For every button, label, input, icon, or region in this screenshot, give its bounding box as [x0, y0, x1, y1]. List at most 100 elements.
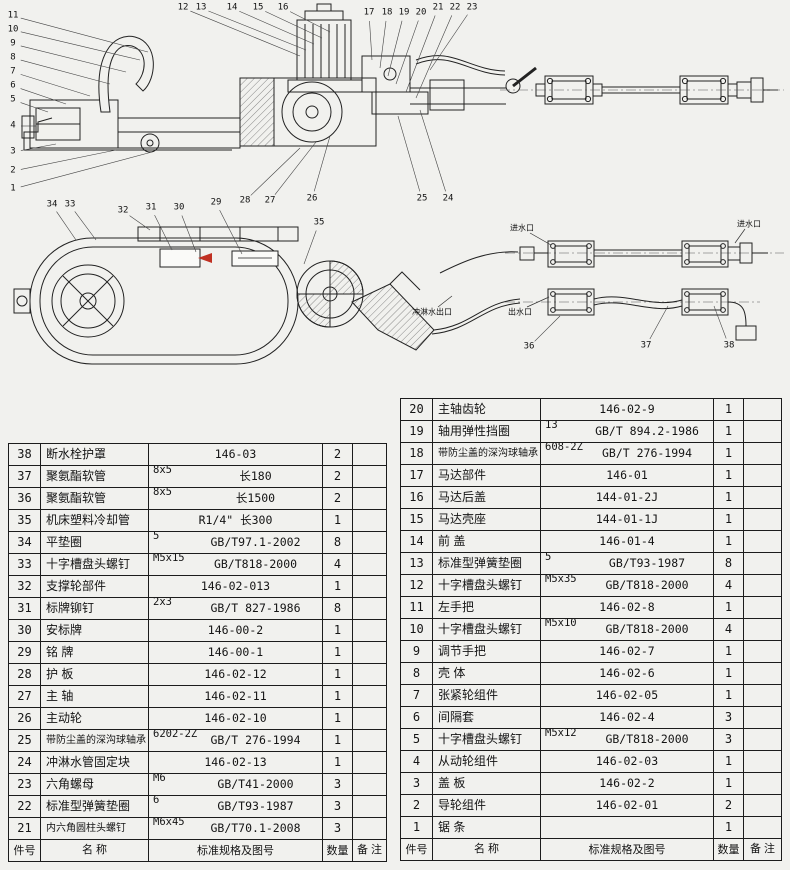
- cell-name: 六角螺母: [40, 773, 149, 796]
- callout-11: 11: [6, 10, 20, 21]
- cell-name: 名 称: [432, 838, 541, 861]
- cell-no: 件号: [8, 839, 41, 862]
- callout-22: 22: [448, 2, 462, 13]
- cell-note: [743, 442, 782, 465]
- cell-name: 标准型弹簧垫圈: [40, 795, 149, 818]
- cell-note: [743, 398, 782, 421]
- cell-qty: 1: [713, 464, 744, 487]
- cell-spec: 146-02-8: [540, 596, 714, 619]
- cell-note: [352, 641, 387, 664]
- cell-name: 轴用弹性挡圈: [432, 420, 541, 443]
- cell-note: 备 注: [743, 838, 782, 861]
- cell-name: 马达壳座: [432, 508, 541, 531]
- cell-no: 35: [8, 509, 41, 532]
- cell-note: [352, 509, 387, 532]
- cell-qty: 1: [713, 816, 744, 839]
- table-header-row: 件号名 称标准规格及图号数量备 注: [8, 839, 387, 862]
- cell-note: [352, 553, 387, 576]
- callout-19: 19: [397, 7, 411, 18]
- cell-spec: 146-02-03: [540, 750, 714, 773]
- cell-name: 铭 牌: [40, 641, 149, 664]
- cell-name: 冲淋水管固定块: [40, 751, 149, 774]
- cell-name: 马达部件: [432, 464, 541, 487]
- cell-name: 间隔套: [432, 706, 541, 729]
- callout-24: 24: [441, 193, 455, 204]
- cell-no: 13: [400, 552, 433, 575]
- cell-note: [743, 794, 782, 817]
- cell-name: 十字槽盘头螺钉: [432, 728, 541, 751]
- cell-note: [743, 816, 782, 839]
- cell-note: [352, 487, 387, 510]
- cell-note: [743, 750, 782, 773]
- cell-no: 25: [8, 729, 41, 752]
- cell-qty: 1: [713, 662, 744, 685]
- callout-16: 16: [276, 2, 290, 13]
- cell-qty: 1: [713, 442, 744, 465]
- red-direction-arrow: [198, 253, 212, 263]
- cell-note: [352, 773, 387, 796]
- cell-no: 22: [8, 795, 41, 818]
- cell-qty: 1: [713, 596, 744, 619]
- cell-note: [743, 706, 782, 729]
- cell-name: 安标牌: [40, 619, 149, 642]
- cell-qty: 4: [322, 553, 353, 576]
- callout-37: 37: [639, 340, 653, 351]
- callout-26: 26: [305, 193, 319, 204]
- cell-note: [743, 464, 782, 487]
- callout-17: 17: [362, 7, 376, 18]
- cell-no: 26: [8, 707, 41, 730]
- cell-name: 标准型弹簧垫圈: [432, 552, 541, 575]
- cell-name: 带防尘盖的深沟球轴承: [432, 442, 541, 465]
- cell-qty: 1: [322, 509, 353, 532]
- callout-1: 1: [9, 183, 17, 194]
- cell-no: 16: [400, 486, 433, 509]
- cell-qty: 1: [322, 707, 353, 730]
- cell-no: 12: [400, 574, 433, 597]
- cell-qty: 8: [322, 531, 353, 554]
- cell-qty: 2: [322, 487, 353, 510]
- cell-name: 机床塑料冷却管: [40, 509, 149, 532]
- cell-note: [743, 486, 782, 509]
- cell-note: [352, 795, 387, 818]
- cell-note: 备 注: [352, 839, 387, 862]
- cell-name: 十字槽盘头螺钉: [432, 618, 541, 641]
- cell-name: 主动轮: [40, 707, 149, 730]
- cell-qty: 8: [322, 597, 353, 620]
- cell-name: 名 称: [40, 839, 149, 862]
- port-label-0: 进水口: [510, 223, 534, 233]
- cell-no: 15: [400, 508, 433, 531]
- cell-no: 8: [400, 662, 433, 685]
- cell-qty: 3: [713, 706, 744, 729]
- cell-spec: 146-02-013: [148, 575, 323, 598]
- cell-no: 32: [8, 575, 41, 598]
- callout-25: 25: [415, 193, 429, 204]
- cell-spec: 146-01: [540, 464, 714, 487]
- label-arrows: [437, 228, 746, 308]
- cell-no: 9: [400, 640, 433, 663]
